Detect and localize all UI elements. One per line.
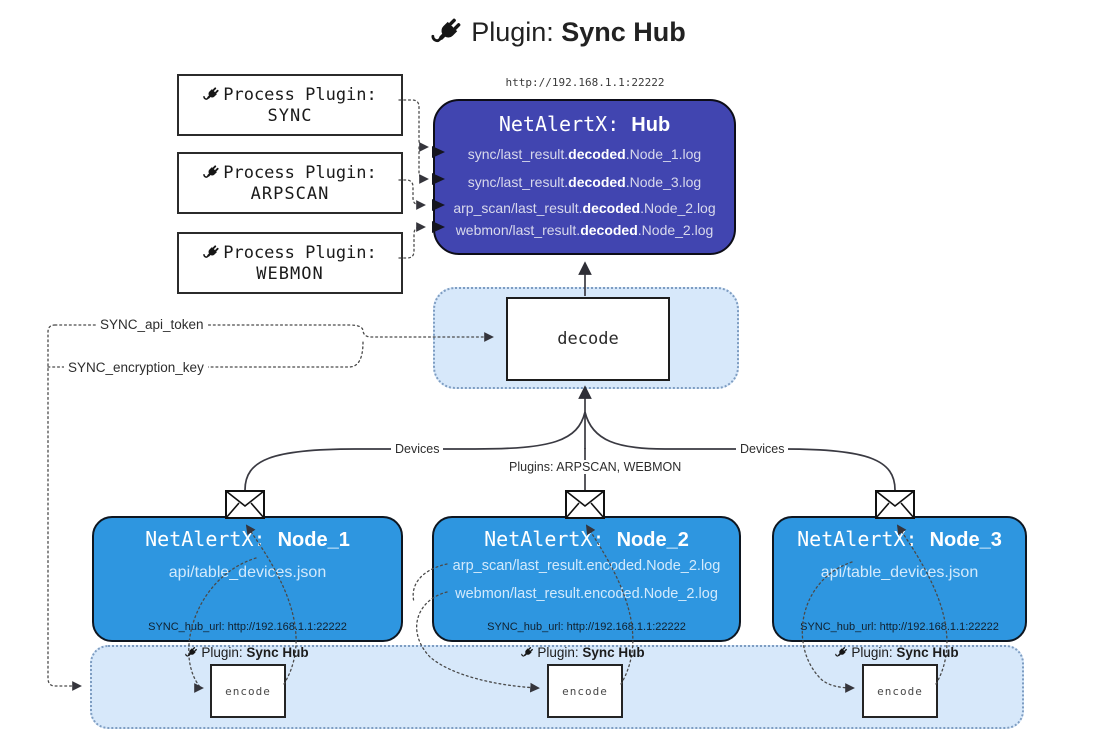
dotted-encryption-key-to-band: [47, 324, 82, 691]
process-plugin-box-arpscan: Process Plugin: ARPSCAN: [177, 152, 403, 214]
plug-icon: [203, 244, 220, 261]
process-plugin-label: Process Plugin:: [223, 162, 377, 183]
edge-label-devices-left: Devices: [391, 442, 444, 456]
plug-icon: [203, 164, 220, 181]
hub-title: NetAlertX: Hub: [435, 112, 734, 137]
encode-plugin-label: Plugin: Sync Hub: [182, 645, 312, 660]
plug-icon: [521, 646, 534, 659]
edge-label-devices-right: Devices: [736, 442, 789, 456]
node-title: NetAlertX: Node_1: [145, 527, 350, 551]
node-file-line: webmon/last_result.encoded.Node_2.log: [455, 586, 718, 602]
encode-box: encode: [547, 664, 623, 718]
node-title: NetAlertX: Node_2: [484, 527, 689, 551]
envelope-icon: [875, 490, 915, 519]
page-title-name: Sync Hub: [561, 16, 686, 47]
decode-box: decode: [506, 297, 670, 381]
hub-log-line: webmon/last_result.decoded.Node_2.log: [455, 222, 714, 238]
hub-log-line: arp_scan/last_result.decoded.Node_2.log: [453, 200, 716, 216]
plug-icon: [835, 646, 848, 659]
node-hub-url: SYNC_hub_url: http://192.168.1.1:22222: [800, 621, 999, 633]
encode-plugin-label: Plugin: Sync Hub: [518, 645, 648, 660]
envelope-icon: [565, 490, 605, 519]
sync-api-token-label: SYNC_api_token: [96, 317, 208, 332]
node-box-node2: NetAlertX: Node_2 arp_scan/last_result.e…: [432, 516, 741, 642]
hub-title-prefix: NetAlertX:: [498, 112, 632, 136]
page-title-prefix: Plugin:: [471, 16, 562, 47]
node-hub-url: SYNC_hub_url: http://192.168.1.1:22222: [487, 621, 686, 633]
hub-log-line: sync/last_result.decoded.Node_3.log: [467, 174, 702, 190]
plug-icon: [431, 16, 463, 48]
hub-log-line: sync/last_result.decoded.Node_1.log: [467, 146, 702, 162]
plug-icon: [185, 646, 198, 659]
node-title: NetAlertX: Node_3: [797, 527, 1002, 551]
node-box-node1: NetAlertX: Node_1 api/table_devices.json…: [92, 516, 403, 642]
dotted-sync-to-hub-2: [418, 146, 429, 184]
node-file-line: api/table_devices.json: [168, 564, 327, 581]
hub-box: NetAlertX: Hub sync/last_result.decoded.…: [433, 99, 736, 255]
node-file-line: arp_scan/last_result.encoded.Node_2.log: [452, 558, 721, 574]
process-plugin-label: Process Plugin:: [223, 84, 377, 105]
process-plugin-name: SYNC: [267, 105, 313, 126]
envelope-icon: [225, 490, 265, 519]
process-plugin-name: ARPSCAN: [250, 183, 330, 204]
hub-title-name: Hub: [631, 114, 671, 136]
edge-label-plugins: Plugins: ARPSCAN, WEBMON: [505, 460, 686, 474]
hub-url: http://192.168.1.1:22222: [505, 76, 665, 89]
dotted-sync-to-hub-1: [398, 99, 429, 152]
encode-box: encode: [210, 664, 286, 718]
process-plugin-label: Process Plugin:: [223, 242, 377, 263]
encode-box: encode: [862, 664, 938, 718]
sync-encryption-key-label: SYNC_encryption_key: [64, 360, 208, 375]
encode-plugin-label: Plugin: Sync Hub: [832, 645, 962, 660]
node-hub-url: SYNC_hub_url: http://192.168.1.1:22222: [148, 621, 347, 633]
process-plugin-box-sync: Process Plugin: SYNC: [177, 74, 403, 136]
process-plugin-name: WEBMON: [256, 263, 324, 284]
process-plugin-box-webmon: Process Plugin: WEBMON: [177, 232, 403, 294]
node-box-node3: NetAlertX: Node_3 api/table_devices.json…: [772, 516, 1027, 642]
node-file-line: api/table_devices.json: [820, 564, 979, 581]
page-title: Plugin: Sync Hub: [0, 16, 1117, 48]
plug-icon: [203, 86, 220, 103]
